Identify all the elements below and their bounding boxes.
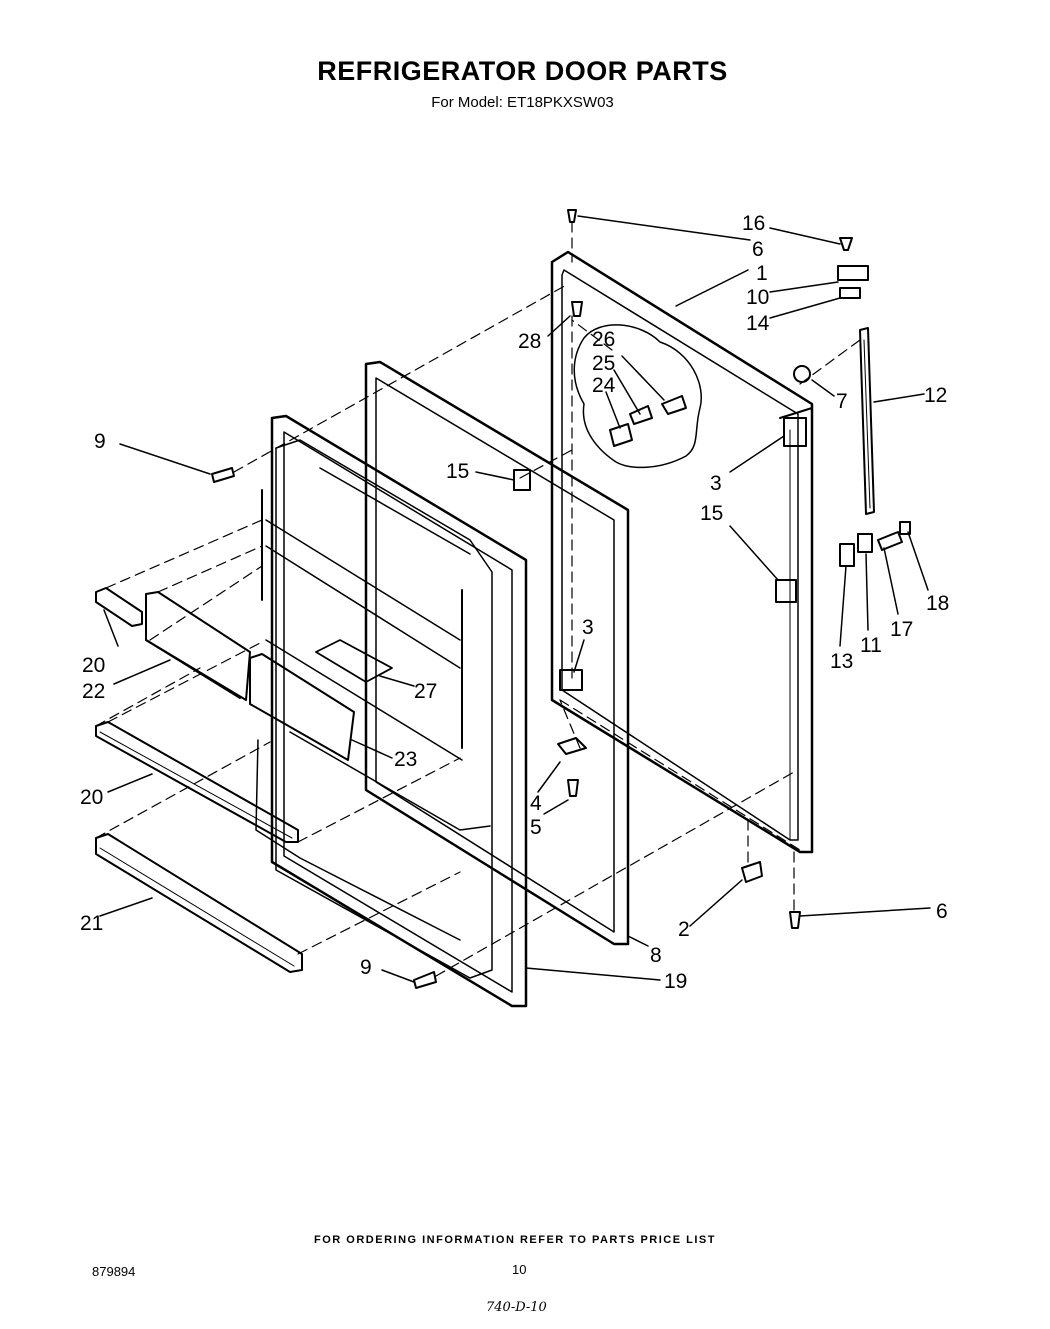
callout-10: 10 [746, 286, 769, 309]
page-title: REFRIGERATOR DOOR PARTS [317, 56, 728, 86]
callout-1: 1 [756, 262, 768, 285]
callout-7: 7 [836, 390, 848, 413]
shelf-bar-21 [95, 833, 303, 973]
callout-3-right: 3 [710, 472, 722, 495]
leader-lines [99, 215, 931, 983]
ordering-note: FOR ORDERING INFORMATION REFER TO PARTS … [314, 1234, 716, 1246]
callout-11: 11 [860, 634, 882, 657]
callout-5: 5 [530, 816, 542, 839]
handwritten-reference: 740-D-10 [486, 1300, 547, 1315]
door-bin-23 [249, 653, 355, 761]
callout-14: 14 [746, 312, 770, 335]
callout-27: 27 [414, 680, 437, 703]
callout-16: 16 [742, 212, 765, 235]
callout-22: 22 [82, 680, 105, 703]
callout-26: 26 [592, 328, 615, 351]
callout-24: 24 [592, 374, 616, 397]
callout-13: 13 [830, 650, 853, 673]
callout-2: 2 [678, 918, 690, 941]
screws [211, 209, 853, 989]
callout-17: 17 [890, 618, 913, 641]
callout-9-bottom: 9 [360, 956, 372, 979]
callout-8: 8 [650, 944, 662, 967]
callout-21: 21 [80, 912, 103, 935]
model-subtitle: For Model: ET18PKXSW03 [431, 94, 614, 111]
butter-compartment [315, 639, 393, 683]
callout-15-right: 15 [700, 502, 723, 525]
callout-20-top: 20 [82, 654, 105, 677]
outer-door-frame [550, 250, 814, 854]
callout-9-top: 9 [94, 430, 106, 453]
callout-4: 4 [530, 792, 542, 815]
callout-18: 18 [926, 592, 949, 615]
callout-23: 23 [394, 748, 417, 771]
hinge-hardware [513, 265, 911, 883]
callout-3-lower: 3 [582, 616, 594, 639]
document-number: 879894 [92, 1264, 136, 1279]
callout-labels: 16 6 1 10 14 28 26 25 24 7 12 9 15 3 15 … [80, 212, 949, 993]
inner-door-liner [255, 414, 528, 1008]
callout-20-mid: 20 [80, 786, 103, 809]
assembly-lines [95, 221, 861, 977]
callout-12: 12 [924, 384, 947, 407]
callout-6-bottom: 6 [936, 900, 948, 923]
callout-25: 25 [592, 352, 615, 375]
detail-cutaway [573, 324, 702, 469]
callout-28: 28 [518, 330, 541, 353]
callout-6-top: 6 [752, 238, 764, 261]
callout-19: 19 [664, 970, 687, 993]
callout-15-left: 15 [446, 460, 469, 483]
hinge-bar-12 [859, 327, 875, 515]
door-gasket [364, 360, 630, 946]
shelf-bar-upper [95, 587, 143, 627]
door-bin-22 [145, 591, 251, 701]
page-number: 10 [512, 1262, 527, 1277]
